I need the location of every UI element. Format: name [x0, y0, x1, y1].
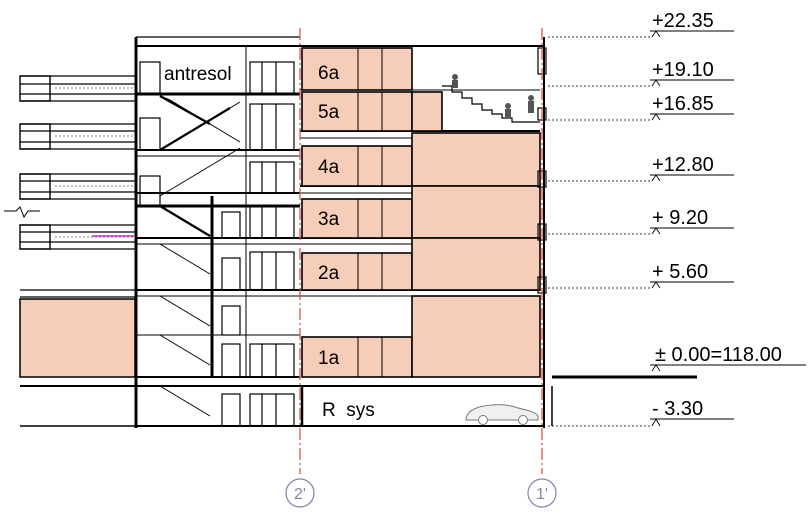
room-label-2a: 2a — [318, 263, 340, 284]
level-markers — [651, 30, 661, 427]
room-label-5a: 5a — [318, 102, 340, 123]
level-leader-lines — [548, 36, 650, 427]
elevator-shafts — [249, 61, 295, 427]
grid-axis-bubbles — [285, 478, 557, 508]
mezzanine-label: antresol — [164, 64, 232, 85]
room-label-6a: 6a — [318, 63, 340, 84]
axis-label-1: 1' — [536, 486, 548, 503]
room-label-3a: 3a — [318, 209, 340, 230]
rooms — [301, 47, 541, 378]
staircase — [159, 95, 241, 417]
core-doors — [139, 61, 241, 427]
level-label-0-00: ± 0.00=118.00 — [655, 344, 782, 366]
left-filled-volume — [19, 298, 136, 378]
level-label-minus-3-30: - 3.30 — [652, 398, 703, 420]
left-adjacent-building — [19, 75, 136, 298]
break-line — [4, 206, 40, 219]
person-figures — [452, 74, 534, 117]
level-label-9-20: + 9.20 — [652, 207, 708, 229]
level-label-22-35: +22.35 — [652, 10, 714, 32]
room-partitions — [357, 48, 383, 377]
level-underlines — [650, 30, 806, 420]
level-label-12-80: +12.80 — [652, 154, 714, 176]
axis-label-2: 2' — [294, 486, 306, 503]
room-label-4a: 4a — [318, 157, 340, 178]
level-label-16-85: +16.85 — [652, 93, 714, 115]
level-label-5-60: + 5.60 — [652, 261, 708, 283]
tribune-steps — [442, 85, 540, 123]
car-icon — [465, 404, 539, 425]
level-label-19-10: +19.10 — [652, 59, 714, 81]
room-label-1a: 1a — [318, 348, 340, 369]
grid-axis-lines — [299, 28, 543, 474]
basement-label: R sys — [322, 400, 375, 421]
